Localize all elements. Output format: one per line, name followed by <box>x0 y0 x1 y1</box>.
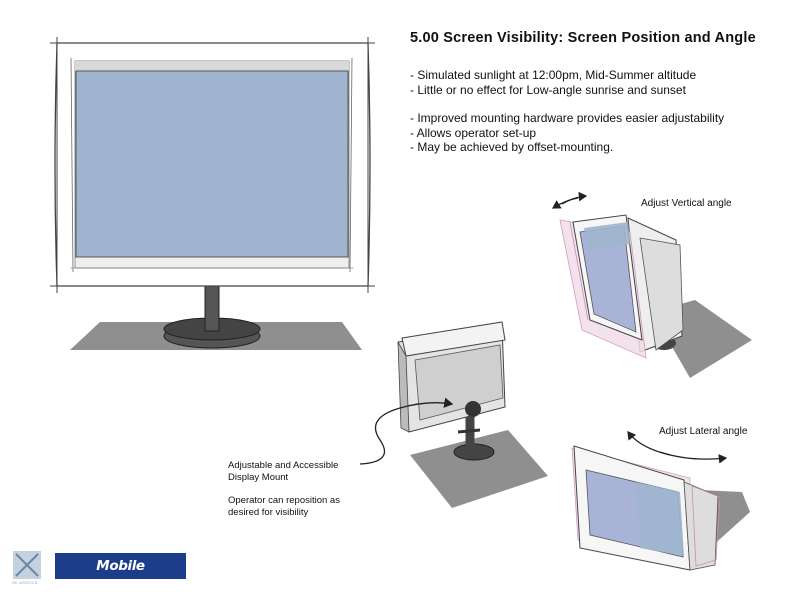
logo-mark-caption: SK ASSOCS <box>12 580 38 585</box>
mount-monitor <box>397 321 548 508</box>
operator-label-line: desired for visibility <box>228 507 309 518</box>
logo-text: Mobile Knowledge <box>77 558 158 600</box>
slide-title: 5.00 Screen Visibility: Screen Position … <box>410 30 756 46</box>
bullet-list: - Simulated sunlight at 12:00pm, Mid-Sum… <box>410 68 724 155</box>
mount-callout-label: Adjustable and Accessible Display Mount … <box>228 460 340 519</box>
callout-leader-icon <box>359 397 454 465</box>
front-monitor-screen <box>75 70 349 258</box>
bullet-item: - May be achieved by offset-mounting. <box>410 140 614 155</box>
bullet-item: - Little or no effect for Low-angle sunr… <box>410 82 686 97</box>
operator-label-line: Operator can reposition as <box>228 495 340 506</box>
vertical-angle-arrow-icon <box>551 197 579 209</box>
sk-logo-mark-icon <box>13 551 41 579</box>
front-monitor <box>50 37 375 350</box>
mobile-knowledge-logo: Mobile Knowledge™ <box>55 553 186 600</box>
bullet-item: - Allows operator set-up <box>410 125 537 140</box>
lateral-angle-monitor <box>571 445 750 571</box>
mount-label-line: Display Mount <box>228 472 289 483</box>
mount-label-line: Adjustable and Accessible <box>228 460 339 471</box>
bullet-item: - Simulated sunlight at 12:00pm, Mid-Sum… <box>410 68 697 82</box>
mount-monitor-shadow <box>410 430 548 508</box>
bullet-item: - Improved mounting hardware provides ea… <box>410 111 725 126</box>
logo-trademark: ™ <box>157 581 164 588</box>
adjust-lateral-label: Adjust Lateral angle <box>659 426 748 437</box>
vertical-angle-monitor <box>559 214 752 378</box>
adjust-vertical-label: Adjust Vertical angle <box>641 198 732 209</box>
front-monitor-neck <box>204 284 220 332</box>
